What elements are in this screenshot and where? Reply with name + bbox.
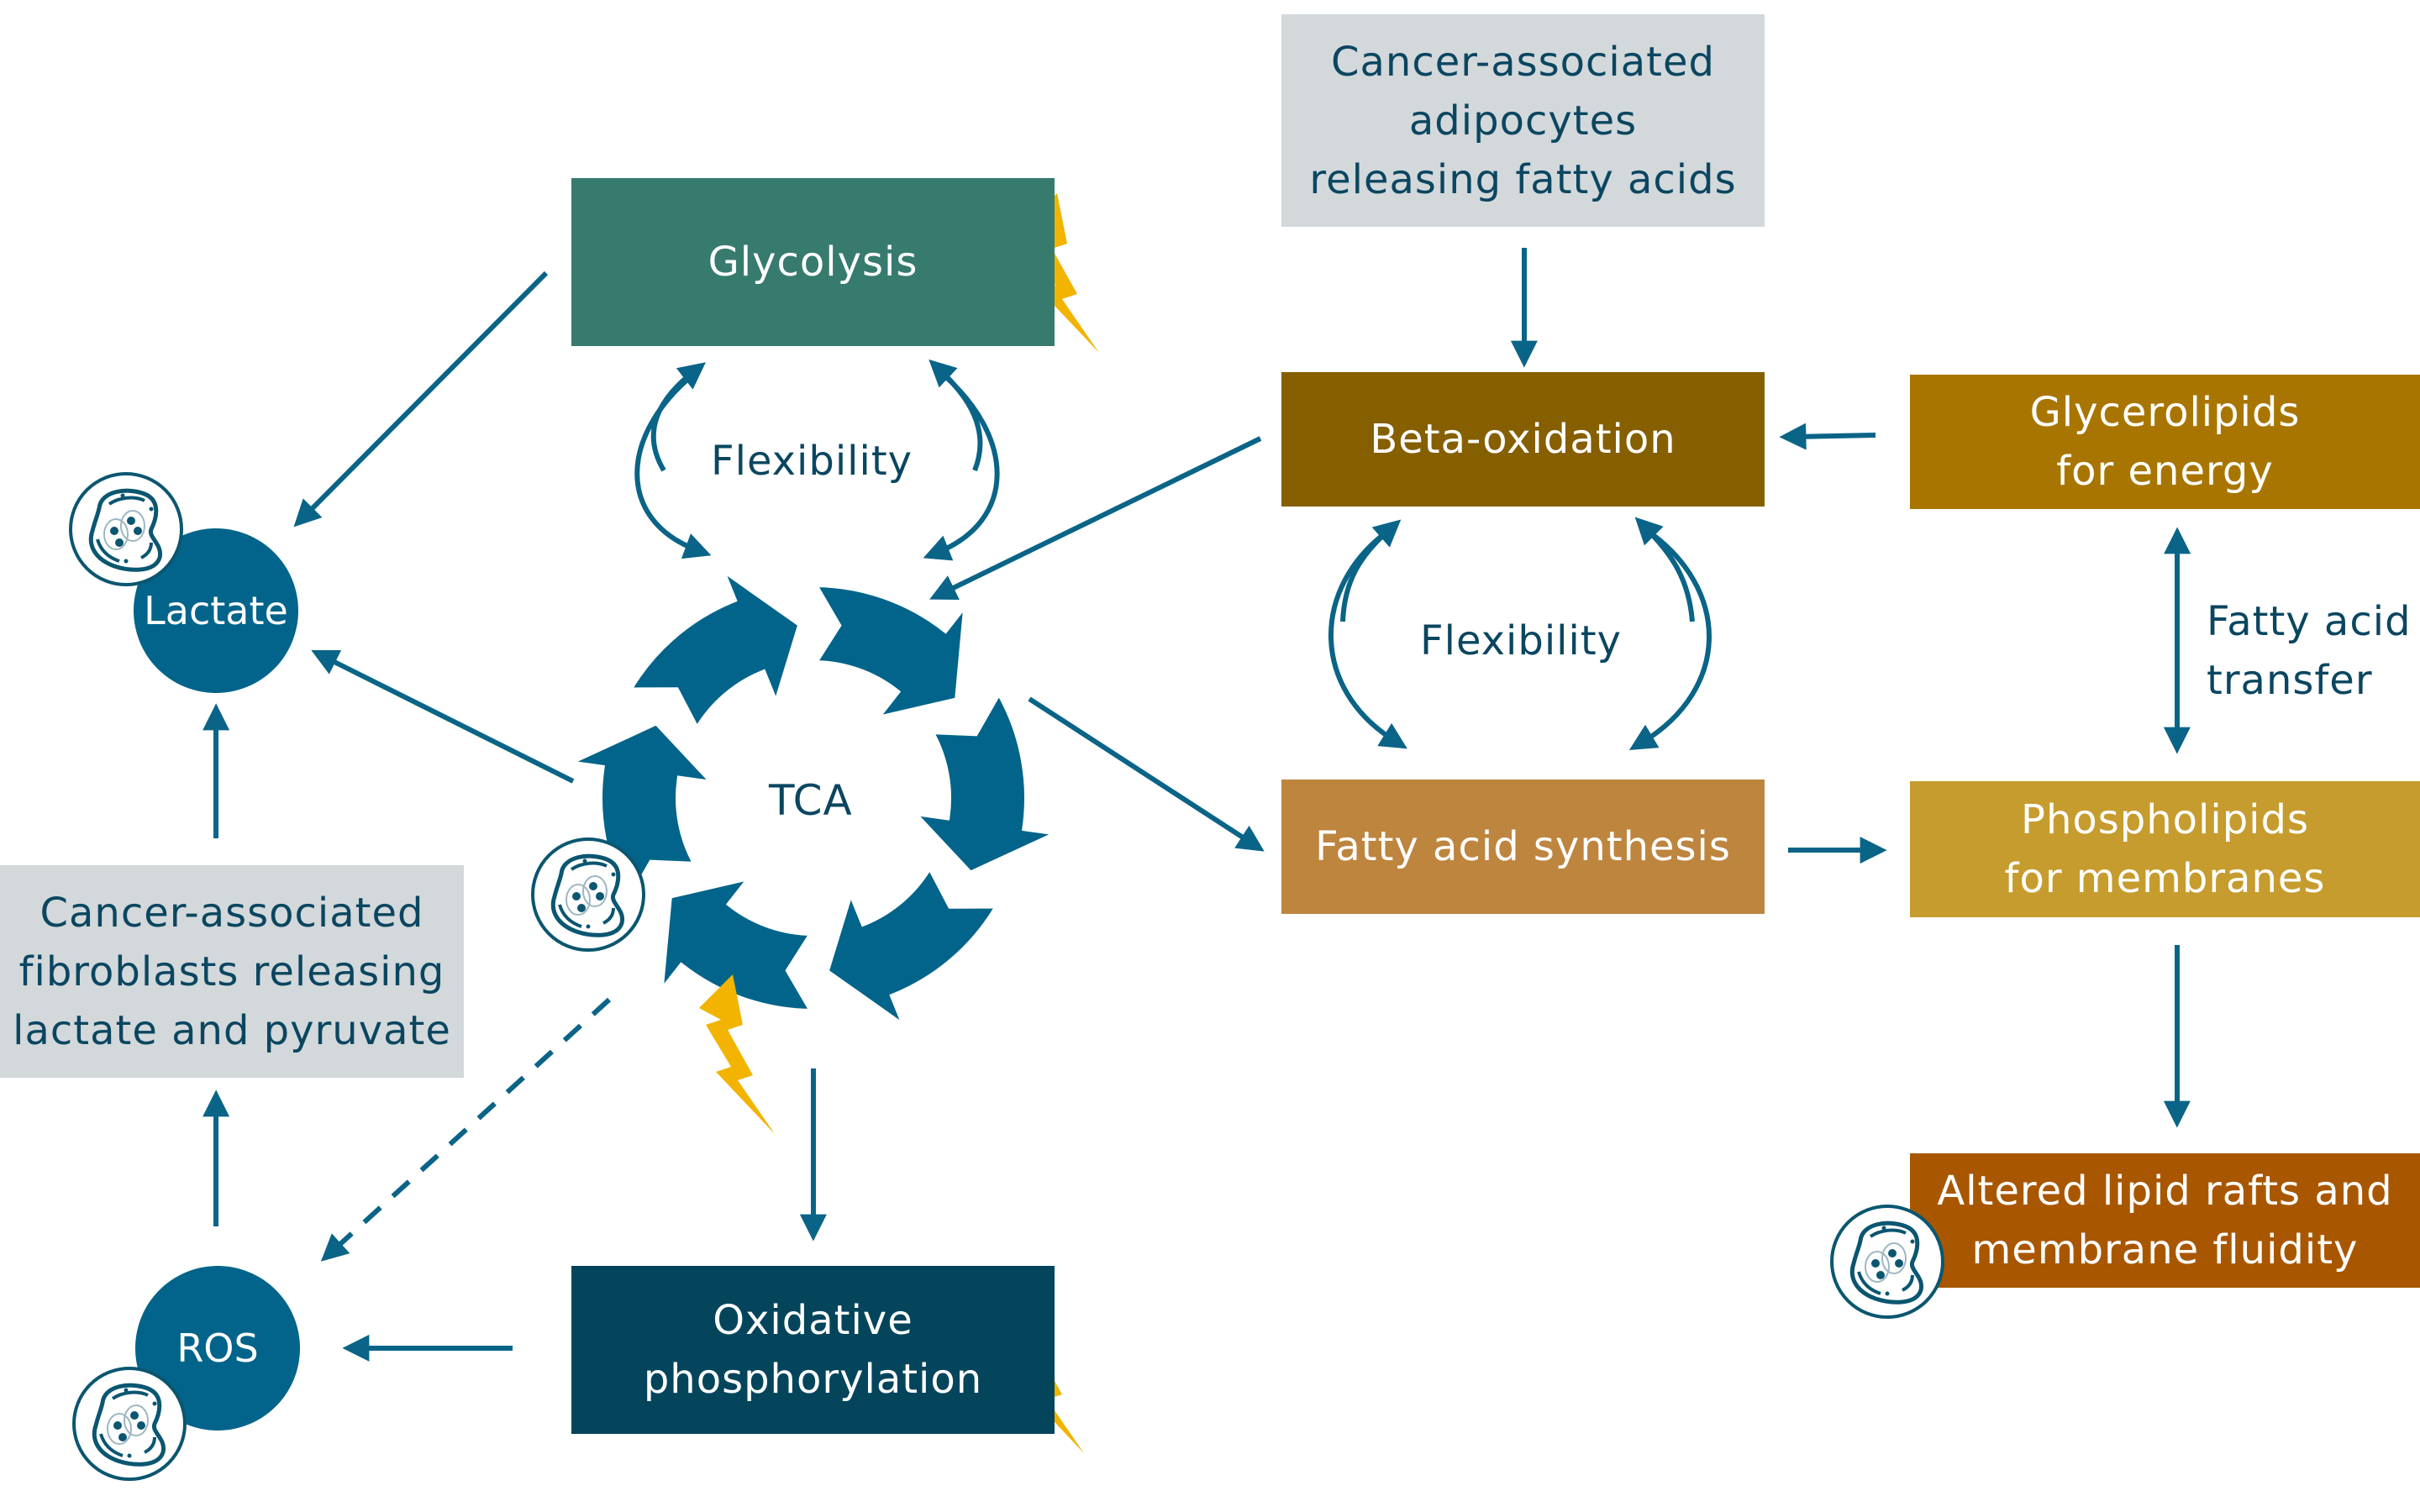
- lactate-node: Lactate: [134, 528, 298, 693]
- flexibility-arc-left-a-back: [650, 362, 706, 472]
- arrow-tca-to-lactate: [311, 650, 575, 784]
- fibroblasts-label: Cancer-associated fibroblasts releasing …: [13, 889, 451, 1054]
- lactate-label: Lactate: [144, 588, 288, 633]
- tca-label: TCA: [769, 776, 853, 825]
- cancer-cell-icon: [71, 1365, 188, 1483]
- arrow-glycerolipids-to-beta-oxidation: [1779, 423, 1876, 450]
- flexibility-label-right: Flexibility: [1420, 617, 1623, 664]
- tca-arrow-segment: [622, 557, 806, 738]
- tca-arrow-segment: [821, 858, 1005, 1039]
- flexibility-arc-right-b-back: [1634, 517, 1695, 622]
- cancer-cell-icon: [67, 470, 185, 588]
- cancer-cell-icon: [529, 836, 647, 953]
- arrow-tca-to-fatty-acid-synthesis: [1028, 696, 1265, 852]
- ros-node: ROS: [135, 1266, 300, 1431]
- glycolysis-box: Glycolysis: [571, 178, 1055, 346]
- tca-arrow-segment: [902, 684, 1073, 879]
- flexibility-arc-right-a: [1328, 528, 1407, 749]
- arrows: [203, 248, 2191, 1362]
- adipocytes-label: Cancer-associated adipocytes releasing f…: [1309, 38, 1737, 203]
- fatty-acid-synthesis-box: Fatty acid synthesis: [1281, 780, 1765, 914]
- tca-arrow-segment: [655, 870, 820, 1016]
- flexibility-arc-right-a-back: [1340, 519, 1402, 622]
- lipid-rafts-box: Altered lipid rafts and membrane fluidit…: [1910, 1153, 2420, 1288]
- oxidative-phosphorylation-label: Oxidative phosphorylation: [643, 1297, 983, 1403]
- glycerolipids-label: Glycerolipids for energy: [2029, 389, 2301, 495]
- phospholipids-label: Phospholipids for membranes: [2004, 796, 2326, 902]
- fatty-acid-synthesis-label: Fatty acid synthesis: [1315, 823, 1731, 870]
- lipid-rafts-label: Altered lipid rafts and membrane fluidit…: [1937, 1168, 2393, 1273]
- beta-oxidation-box: Beta-oxidation: [1281, 372, 1765, 507]
- fibroblasts-box: Cancer-associated fibroblasts releasing …: [0, 865, 464, 1078]
- glycolysis-label: Glycolysis: [708, 239, 918, 286]
- ros-label: ROS: [176, 1326, 259, 1371]
- adipocytes-box: Cancer-associated adipocytes releasing f…: [1281, 14, 1765, 227]
- arrow-tca-to-ros-dashed: [320, 997, 612, 1262]
- arrow-glycolysis-to-lactate: [293, 270, 549, 528]
- glycerolipids-box: Glycerolipids for energy: [1910, 375, 2420, 509]
- flexibility-arc-right-b: [1628, 527, 1712, 751]
- oxidative-phosphorylation-box: Oxidative phosphorylation: [571, 1266, 1055, 1434]
- flexibility-label-left: Flexibility: [711, 438, 913, 485]
- tca-arrow-segment: [807, 580, 972, 726]
- flexibility-arc-left-b-back: [929, 359, 983, 472]
- fatty-acid-transfer-label: Fatty acid transfer: [2207, 598, 2412, 704]
- arrow-beta-oxidation-to-tca: [929, 436, 1262, 600]
- beta-oxidation-label: Beta-oxidation: [1370, 416, 1676, 463]
- phospholipids-box: Phospholipids for membranes: [1910, 781, 2420, 917]
- cancer-cell-icon: [1828, 1203, 1946, 1320]
